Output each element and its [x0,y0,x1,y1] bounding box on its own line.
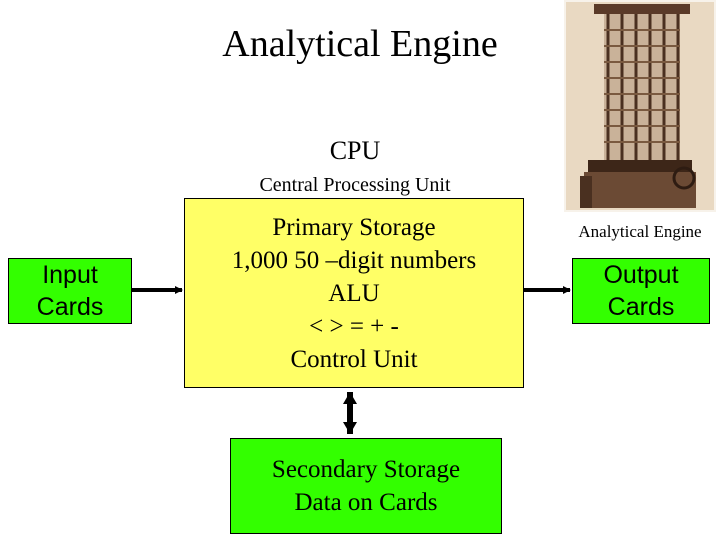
input-cards-box: Input Cards [8,258,132,324]
output-line-1: Output [603,261,679,289]
cpu-box: Primary Storage 1,000 50 –digit numbers … [184,198,524,388]
secondary-storage-box: Secondary Storage Data on Cards [230,438,502,534]
photo-caption: Analytical Engine [578,222,702,241]
input-line-1: Input [42,261,98,289]
cpu-line-alu: ALU [328,280,380,307]
cpu-sublabel: Central Processing Unit [259,174,451,196]
output-line-2: Cards [607,293,675,321]
analytical-engine-photo [564,0,716,212]
secondary-line-1: Secondary Storage [271,456,461,483]
output-cards-box: Output Cards [572,258,710,324]
secondary-line-2: Data on Cards [294,489,438,516]
page-title: Analytical Engine [222,23,498,65]
cpu-line-primary-storage: Primary Storage [272,214,436,241]
cpu-label: CPU [329,136,381,165]
cpu-line-operators: < > = + - [309,313,399,340]
cpu-line-control-unit: Control Unit [290,346,418,373]
cpu-line-capacity: 1,000 50 –digit numbers [231,247,477,274]
input-line-2: Cards [36,293,104,321]
